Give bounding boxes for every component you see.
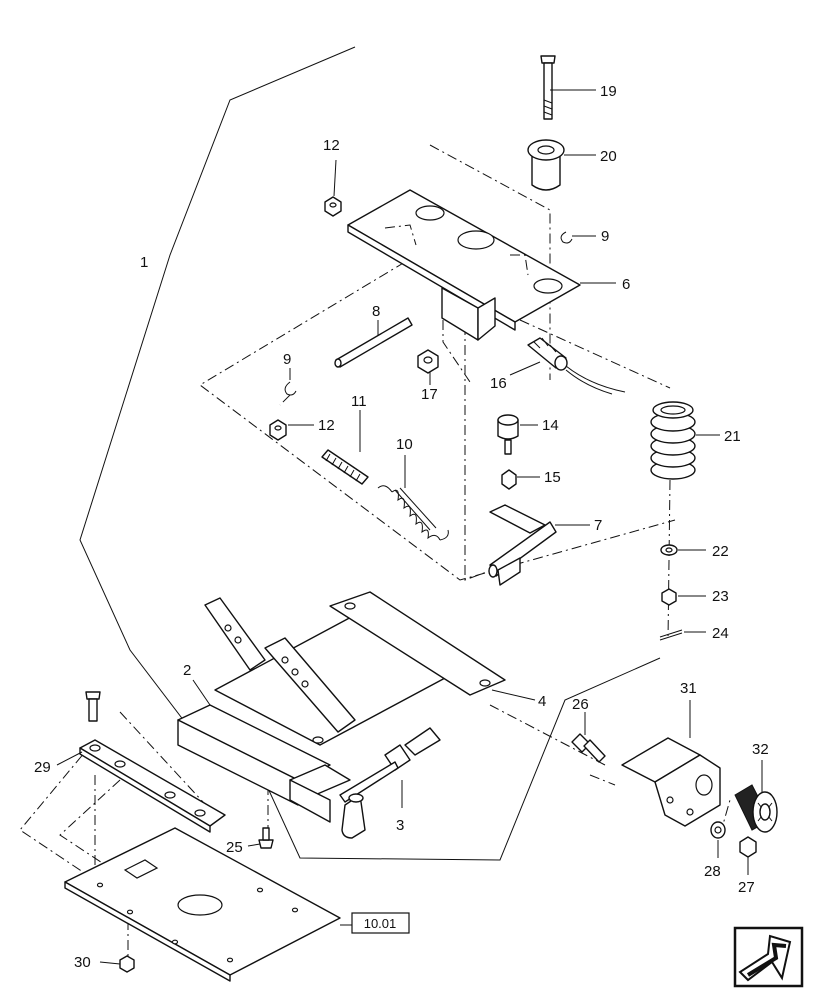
sensor-part-16 (527, 337, 626, 395)
callout-22: 22 (712, 543, 729, 560)
callout-24: 24 (712, 625, 729, 642)
spring-part-21 (650, 401, 696, 480)
callout-31: 31 (680, 680, 697, 697)
washer-part-22 (660, 544, 678, 556)
callout-7: 7 (594, 517, 602, 534)
callout-29: 29 (34, 759, 51, 776)
callout-labels: 1 2 3 4 6 7 8 9 9 10 11 12 12 14 15 16 1… (34, 83, 769, 971)
callout-32: 32 (752, 741, 769, 758)
spring-part-10 (377, 485, 449, 541)
callout-14: 14 (542, 417, 559, 434)
callout-30: 30 (74, 954, 91, 971)
callout-23: 23 (712, 588, 729, 605)
callout-2: 2 (183, 662, 191, 679)
washer-part-28 (710, 821, 726, 839)
rotary-switch-part-32 (734, 784, 778, 833)
nut-part-15 (501, 469, 517, 490)
callout-10: 10 (396, 436, 413, 453)
nut-part-27 (739, 836, 757, 858)
nut-part-12-top (324, 196, 342, 217)
bushing-part-20 (527, 139, 565, 191)
reference-box[interactable]: 10.01 (351, 912, 410, 934)
seat-plate-part-4 (204, 591, 506, 746)
strap-part-29 (79, 739, 226, 833)
callout-15: 15 (544, 469, 561, 486)
callout-28: 28 (704, 863, 721, 880)
nut-part-30 (119, 955, 135, 973)
callout-9-left: 9 (283, 351, 291, 368)
nut-part-17 (417, 349, 439, 374)
reference-box-label: 10.01 (364, 916, 397, 931)
screw-part-26 (571, 733, 606, 763)
alignment-lines (19, 144, 731, 960)
callout-1: 1 (140, 254, 148, 271)
base-plate (64, 827, 341, 982)
knob-part-14 (497, 414, 519, 455)
callout-8: 8 (372, 303, 380, 320)
arrow-down-left-icon[interactable] (733, 926, 804, 988)
clip-part-9-top (560, 231, 573, 244)
callout-11: 11 (351, 393, 367, 410)
bolt-part-19 (540, 55, 556, 120)
callout-12-top: 12 (323, 137, 340, 154)
callout-6: 6 (622, 276, 630, 293)
bracket-plate-part-6 (347, 189, 581, 341)
threaded-rod-part-11 (321, 449, 369, 485)
adjuster-lever-part-3 (339, 727, 441, 839)
callout-21: 21 (724, 428, 741, 445)
switch-housing-part-31 (621, 737, 721, 827)
callout-20: 20 (600, 148, 617, 165)
callout-4: 4 (538, 693, 546, 710)
nut-part-23 (661, 588, 677, 606)
callout-27: 27 (738, 879, 755, 896)
callout-26: 26 (572, 696, 589, 713)
callout-3: 3 (396, 817, 404, 834)
callout-19: 19 (600, 83, 617, 100)
leader-lines (56, 89, 763, 965)
slide-rail-part-2 (177, 704, 351, 823)
cotter-pin-part-24 (659, 629, 683, 641)
callout-25: 25 (226, 839, 243, 856)
callout-12-lower: 12 (318, 417, 335, 434)
assembly-outline (79, 46, 661, 861)
clip-part-9-left (284, 381, 297, 396)
nut-part-12-lower (269, 419, 287, 441)
screw-part-25 (258, 827, 274, 849)
callout-17: 17 (421, 386, 438, 403)
lever-part-7 (488, 504, 557, 586)
callout-16: 16 (490, 375, 507, 392)
bolt-upper-left (85, 691, 101, 722)
pin-part-8 (334, 317, 413, 368)
callout-9-top: 9 (601, 228, 609, 245)
